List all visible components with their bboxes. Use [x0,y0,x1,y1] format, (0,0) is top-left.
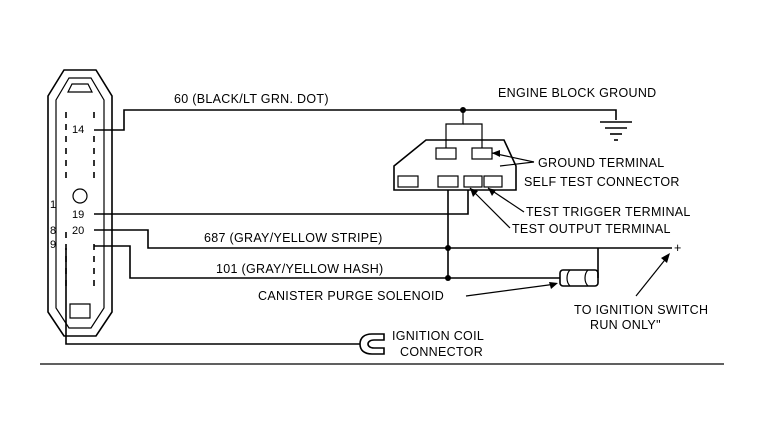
ground-terminal-label: GROUND TERMINAL [538,156,665,170]
plus-terminal: + [674,241,682,255]
test-trigger-terminal-box-2 [483,175,503,188]
self-test-connector [393,110,517,191]
canister-purge-solenoid-label: CANISTER PURGE SOLENOID [258,289,444,303]
self-test-connector-label: SELF TEST CONNECTOR [524,175,680,189]
leader-arrows [470,150,500,197]
engine-block-ground-label: ENGINE BLOCK GROUND [498,86,657,100]
wire-pin-19 [94,190,469,215]
pin-19-label: 19 [72,209,84,221]
ignition-coil-label-1: IGNITION COIL [392,329,484,343]
ignition-switch-arrow [661,253,670,263]
wire-60 [94,109,617,131]
test-output-terminal-box [437,175,459,188]
test-output-terminal-label: TEST OUTPUT TERMINAL [512,222,671,236]
wire-101 [94,245,560,279]
pin-14-label: 14 [72,124,84,136]
ground-terminal-box-1 [435,147,457,160]
pin-8-label: 8 [50,225,56,237]
pin-20-label: 20 [72,225,84,237]
wire-687-label: 687 (GRAY/YELLOW STRIPE) [204,231,383,245]
ignition-coil-connector [359,333,385,355]
ground-symbol [600,121,632,141]
ignition-switch-leader [635,255,669,297]
ignition-coil-label-2: CONNECTOR [400,345,483,359]
connector-cavity-1 [397,175,419,188]
test-trigger-terminal-label: TEST TRIGGER TERMINAL [526,205,691,219]
test-trigger-terminal-box-1 [463,175,483,188]
leader-lines [469,152,535,229]
pin-9-label: 9 [50,239,56,251]
to-ignition-switch-label-1: TO IGNITION SWITCH [574,303,708,317]
wire-687 [94,229,672,249]
junction-dot-687 [445,245,451,251]
canister-purge-solenoid [559,248,599,287]
wire-60-label: 60 (BLACK/LT GRN. DOT) [174,92,329,106]
eca-connector [47,69,113,337]
wire-ignition-coil [65,248,360,345]
wire-101-label: 101 (GRAY/YELLOW HASH) [216,262,384,276]
to-ignition-switch-label-2: RUN ONLY" [590,318,661,332]
solenoid-arrow [549,282,558,289]
ground-terminal-box-2 [471,147,493,160]
solenoid-leader [465,283,557,297]
pin-1-label: 1 [50,199,56,211]
